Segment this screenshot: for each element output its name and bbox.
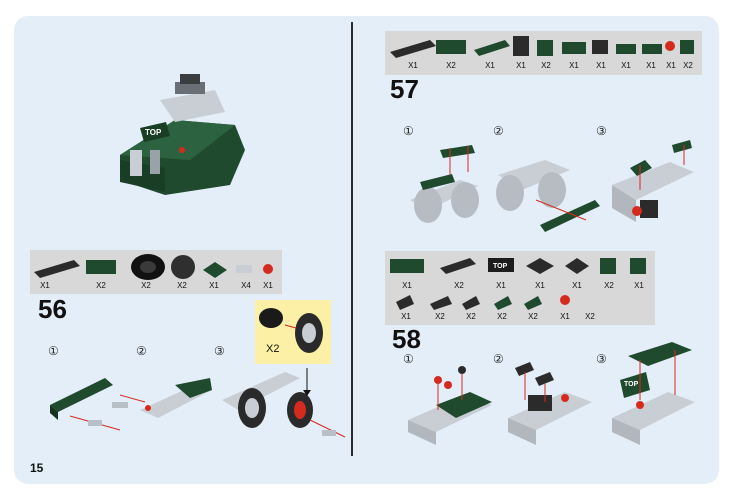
- parts-58-row2-qty-3: X2: [466, 312, 476, 321]
- parts-58-row1-qty-7: X1: [634, 281, 644, 290]
- model-print-label: TOP: [145, 128, 162, 137]
- parts-56-qty-7: X1: [263, 281, 273, 290]
- step-57-substep-1: ①: [403, 124, 414, 138]
- step-56-build-3: [222, 368, 346, 438]
- parts-56-qty-5: X1: [209, 281, 219, 290]
- parts-58-row1-qty-4: X1: [535, 281, 545, 290]
- parts-58-row1-qty-1: X1: [402, 281, 412, 290]
- page-number: 15: [30, 461, 44, 475]
- parts-57-qty-6: X1: [569, 61, 579, 70]
- parts-58-row2-qty-4: X2: [497, 312, 507, 321]
- tile-print-on-model: TOP: [624, 381, 639, 388]
- parts-58-row2-qty-5: X2: [528, 312, 538, 321]
- parts-57-qty-10: X1: [666, 61, 676, 70]
- parts-56-icons: [34, 254, 273, 280]
- parts-57-qty-5: X2: [541, 61, 551, 70]
- step-56-build-2: [112, 378, 212, 418]
- step-number-56: 56: [38, 294, 67, 324]
- parts-58-row2-qty-7: X2: [585, 312, 595, 321]
- parts-56-qty-1: X1: [40, 281, 50, 290]
- parts-57-qty-7: X1: [596, 61, 606, 70]
- step-57-build-1: [410, 145, 479, 223]
- parts-57-qty-11: X2: [683, 61, 693, 70]
- parts-56-qty-6: X4: [241, 281, 251, 290]
- parts-58-row1-qty-6: X2: [604, 281, 614, 290]
- parts-58-row1-qty-2: X2: [454, 281, 464, 290]
- step-57-substep-2: ②: [493, 124, 504, 138]
- parts-58-row1-qty-5: X1: [572, 281, 582, 290]
- step-57-build-3: [612, 140, 694, 222]
- step-58-build-1: [408, 366, 492, 445]
- tile-print-label: TOP: [493, 263, 508, 270]
- step-56-build-1: [50, 378, 121, 431]
- step-58-substep-3: ③: [596, 352, 607, 366]
- parts-58-row2-qty-6: X1: [560, 312, 570, 321]
- step-56-substep-3: ③: [214, 344, 225, 358]
- parts-58-row1-qty-3: X1: [496, 281, 506, 290]
- step-58-substep-1: ①: [403, 352, 414, 366]
- parts-58-row2-qty-1: X1: [401, 312, 411, 321]
- step-number-57: 57: [390, 74, 419, 104]
- parts-57-qty-3: X1: [485, 61, 495, 70]
- parts-57-qty-8: X1: [621, 61, 631, 70]
- finished-vehicle-model: [120, 74, 245, 195]
- parts-57-qty-4: X1: [516, 61, 526, 70]
- step-57-substep-3: ③: [596, 124, 607, 138]
- step-58-substep-2: ②: [493, 352, 504, 366]
- parts-58-icons: [390, 258, 646, 310]
- step-56-substep-2: ②: [136, 344, 147, 358]
- step-58-build-3: [612, 342, 695, 445]
- wheel-callout-art: [259, 308, 323, 353]
- callout-quantity: X2: [266, 343, 280, 355]
- parts-57-icons: [390, 36, 694, 58]
- parts-56-qty-4: X2: [177, 281, 187, 290]
- step-56-substep-1: ①: [48, 344, 59, 358]
- step-58-build-2: [508, 362, 592, 445]
- parts-57-qty-9: X1: [646, 61, 656, 70]
- parts-56-qty-3: X2: [141, 281, 151, 290]
- parts-57-qty-1: X1: [408, 61, 418, 70]
- step-57-build-2: [496, 160, 600, 232]
- parts-58-row2-qty-2: X2: [435, 312, 445, 321]
- parts-57-qty-2: X2: [446, 61, 456, 70]
- step-number-58: 58: [392, 324, 421, 354]
- column-divider: [351, 22, 353, 456]
- parts-56-qty-2: X2: [96, 281, 106, 290]
